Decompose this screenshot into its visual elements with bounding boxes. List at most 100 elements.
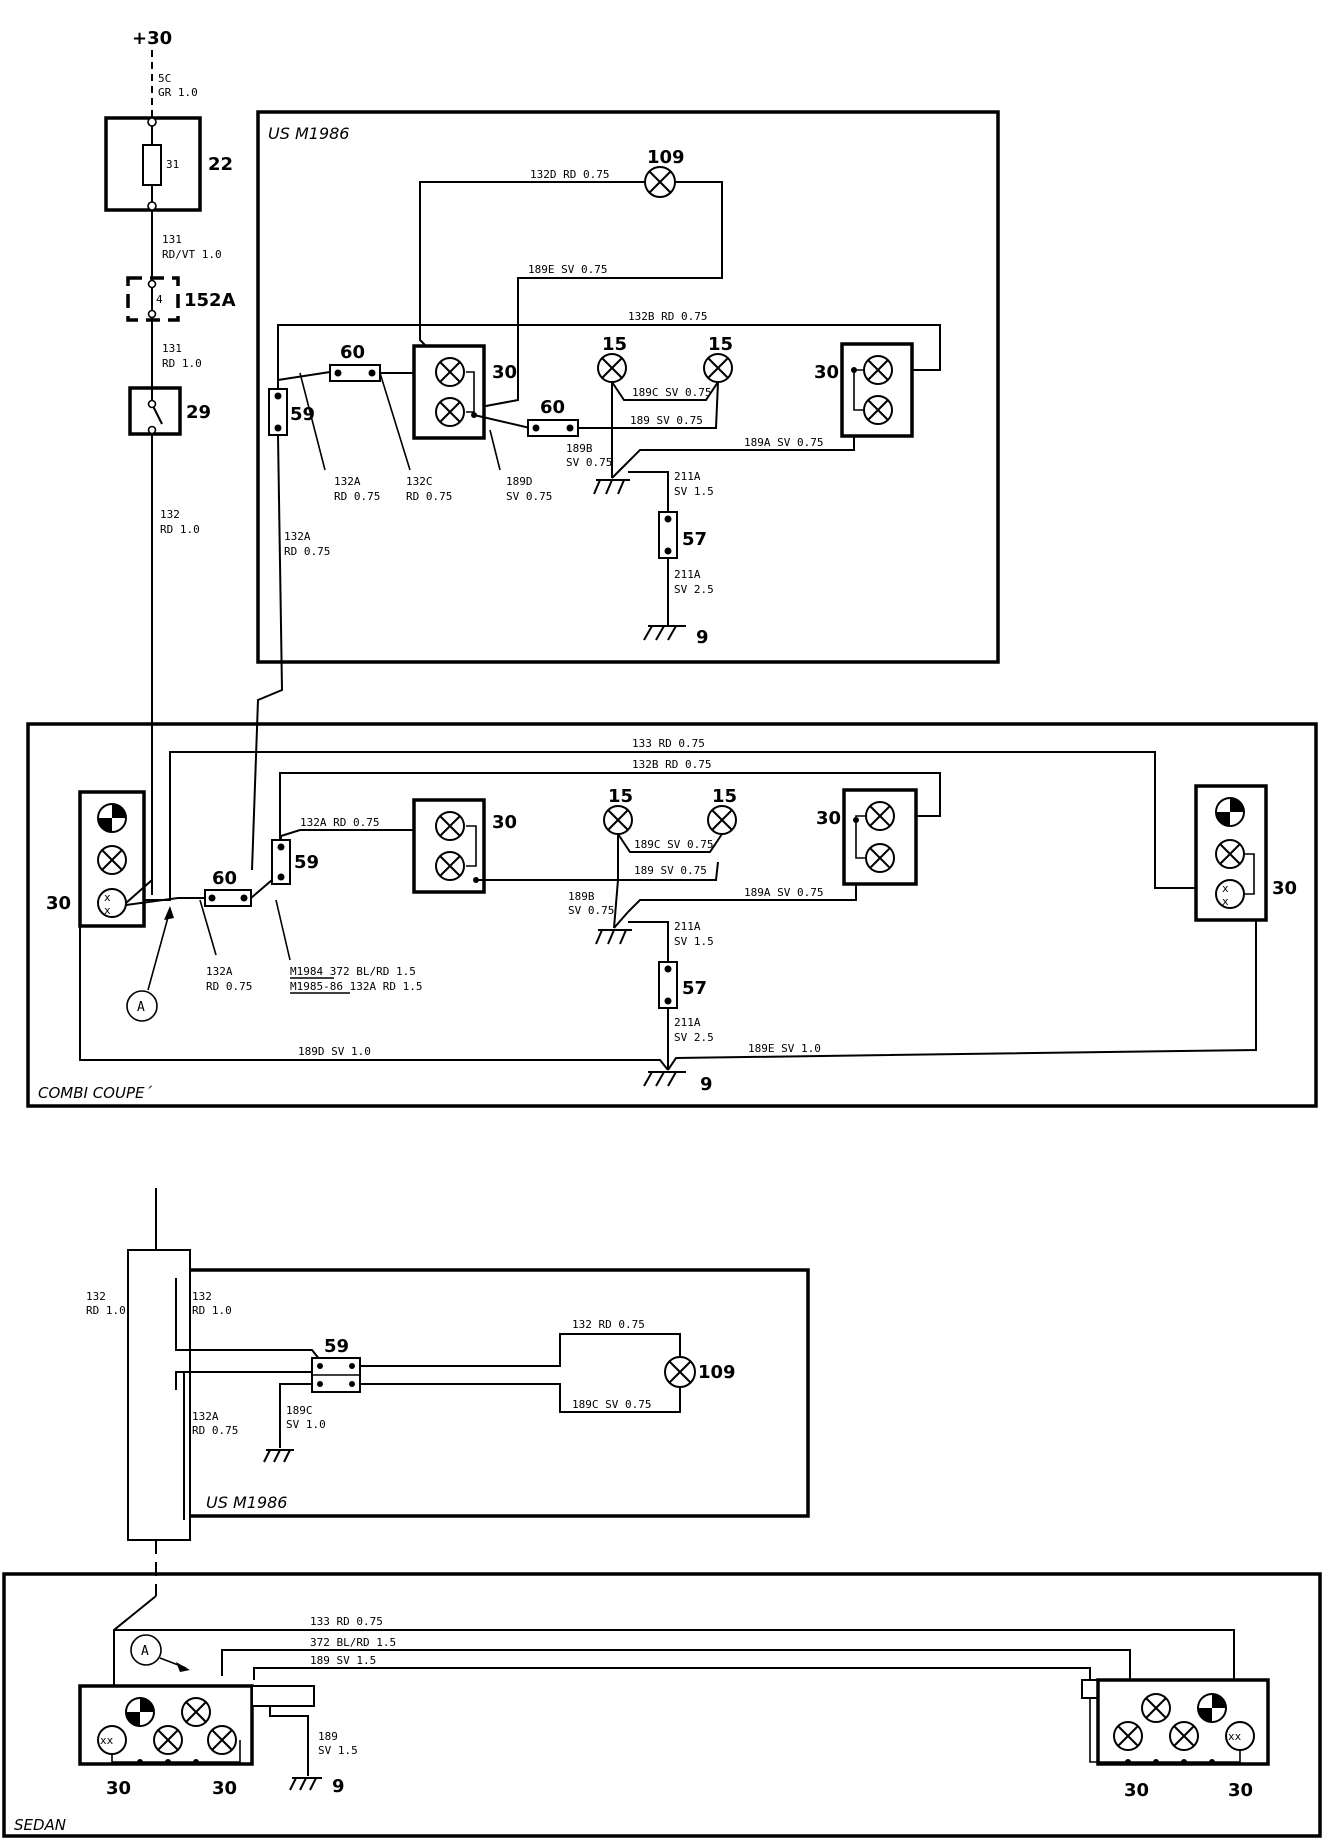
wire-132-lamp-label: 132 RD 0.75 xyxy=(572,1318,645,1331)
lamp-15-a-label: 15 xyxy=(608,786,633,807)
wire-189b-spec: SV 0.75 xyxy=(566,456,612,469)
ground-bus xyxy=(111,1740,241,1763)
wire-189c-id: 189C xyxy=(286,1404,313,1417)
relay-152a-label: 152A xyxy=(184,290,236,311)
leader xyxy=(199,899,217,956)
wire-132-lamp xyxy=(360,1333,681,1367)
us-m1986-title: US M1986 xyxy=(268,124,349,143)
connector-57-label: 57 xyxy=(682,529,707,550)
note-m1984: M1984 372 BL/RD 1.5 xyxy=(290,965,416,978)
wire xyxy=(855,815,866,859)
sedan-title: SEDAN xyxy=(14,1816,66,1834)
wire-133-label: 133 RD 0.75 xyxy=(632,737,705,750)
wire-189c-spec: SV 1.0 xyxy=(286,1418,326,1431)
wire-132a-out-id: 132A xyxy=(284,530,311,543)
wire-189c-label: 189C SV 0.75 xyxy=(632,386,711,399)
supply-chain: +30 5C GR 1.0 31 22 131 RD/VT 1.0 4 152A… xyxy=(104,28,236,895)
leader xyxy=(489,429,501,471)
wire-189-label: 189 SV 0.75 xyxy=(630,414,703,427)
wire-189-label: 189 SV 1.5 xyxy=(310,1654,376,1667)
sedan-left-30a: 30 xyxy=(106,1778,131,1799)
ground-9-label: 9 xyxy=(696,627,709,648)
us-m1986-lower-title: US M1986 xyxy=(206,1493,287,1512)
note-m1985: M1985-86 132A RD 1.5 xyxy=(290,980,422,993)
wire-189 xyxy=(476,861,719,881)
wire-189a-label: 189A SV 0.75 xyxy=(744,886,823,899)
wire-189b-id: 189B xyxy=(566,442,593,455)
wire-189-gnd-id: 189 xyxy=(318,1730,338,1743)
wire xyxy=(125,897,205,906)
wire-132b xyxy=(277,324,941,395)
wire-132a-id: 132A xyxy=(192,1410,219,1423)
wire-133 xyxy=(114,1629,1235,1680)
wire-132a-top xyxy=(280,829,414,840)
wire-189c xyxy=(611,381,719,401)
combi-coupe-section: COMBI COUPE´ 133 RD 0.75 132B RD 0.75 xx… xyxy=(26,722,1318,1108)
ground-9-label: 9 xyxy=(700,1074,713,1095)
wire-132a-spec: RD 0.75 xyxy=(192,1424,238,1437)
wire-189b-spec: SV 0.75 xyxy=(568,904,614,917)
wire-189e xyxy=(474,181,723,409)
wire-211a-1-id: 211A xyxy=(674,920,701,933)
wire-131b-id: 131 xyxy=(162,342,182,355)
wire-211a-2-spec: SV 2.5 xyxy=(674,1031,714,1044)
lamp-cluster-30-b-label: 30 xyxy=(816,808,841,829)
tail-cluster-right-label: 30 xyxy=(1272,878,1297,899)
wire-133-label: 133 RD 0.75 xyxy=(310,1615,383,1628)
marker-a xyxy=(130,1634,162,1666)
wire-132a-bot-spec: RD 0.75 xyxy=(206,980,252,993)
wire-211a-1-spec: SV 1.5 xyxy=(674,485,714,498)
lamp-double xyxy=(97,888,127,918)
wire-189a xyxy=(627,436,855,463)
combi-coupe-frame xyxy=(26,722,1318,1108)
wire-211a-2-id: 211A xyxy=(674,568,701,581)
wire-132-spec: RD 1.0 xyxy=(160,523,200,536)
wire-211a-1-id: 211A xyxy=(674,470,701,483)
us-m1986-lower-frame xyxy=(190,1268,810,1518)
terminal xyxy=(147,117,157,127)
svg-text:x: x xyxy=(1222,895,1229,908)
wire-132b-label: 132B RD 0.75 xyxy=(632,758,711,771)
switch-29-label: 29 xyxy=(186,402,211,423)
wire-189c-lamp-label: 189C SV 0.75 xyxy=(572,1398,651,1411)
wire-132a-top-label: 132A RD 0.75 xyxy=(300,816,379,829)
lamp-15-b-label: 15 xyxy=(712,786,737,807)
wire-189d-spec: SV 0.75 xyxy=(506,490,552,503)
switch-29 xyxy=(128,386,182,436)
connector xyxy=(251,1685,315,1707)
wire-189-gnd xyxy=(269,1706,309,1776)
wire-132c-id: 132C xyxy=(406,475,433,488)
leader xyxy=(275,899,291,961)
sedan-left-30b: 30 xyxy=(212,1778,237,1799)
marker-a-label: A xyxy=(137,1000,145,1015)
wire xyxy=(466,825,477,867)
wire-189a-label: 189A SV 0.75 xyxy=(744,436,823,449)
wire-372 xyxy=(221,1649,1131,1680)
lamp-109-label: 109 xyxy=(698,1362,736,1383)
wire-189e-label: 189E SV 1.0 xyxy=(748,1042,821,1055)
sedan-frame xyxy=(2,1572,1322,1838)
marker-a xyxy=(126,990,158,1022)
connector-59-label: 59 xyxy=(294,852,319,873)
wire-189c-label: 189C SV 0.75 xyxy=(634,838,713,851)
wire-132a xyxy=(175,1371,312,1390)
svg-text:x: x xyxy=(104,904,111,917)
fuse-60-b-label: 60 xyxy=(540,397,565,418)
leader xyxy=(147,909,171,991)
fuse-60-label: 60 xyxy=(340,342,365,363)
sedan-section: SEDAN 133 RD 0.75 372 BL/RD 1.5 189 SV 1… xyxy=(2,1572,1322,1838)
svg-text:xx: xx xyxy=(100,1734,114,1747)
wire-132a-spec: RD 0.75 xyxy=(334,490,380,503)
terminal xyxy=(147,279,157,289)
connector-59-label: 59 xyxy=(324,1336,349,1357)
wire-189c xyxy=(279,1383,312,1448)
wire-189c-lamp xyxy=(360,1383,681,1413)
wire xyxy=(613,879,619,929)
wire-132-out-id: 132 xyxy=(86,1290,106,1303)
terminal-30-label: +30 xyxy=(132,28,172,49)
wire xyxy=(125,870,153,904)
wire-132a-id: 132A xyxy=(334,475,361,488)
terminal xyxy=(147,309,157,319)
wire-189c xyxy=(617,833,723,853)
us-m1986-section: US M1986 109 132D RD 0.75 189E SV 0.75 1… xyxy=(251,110,1000,871)
